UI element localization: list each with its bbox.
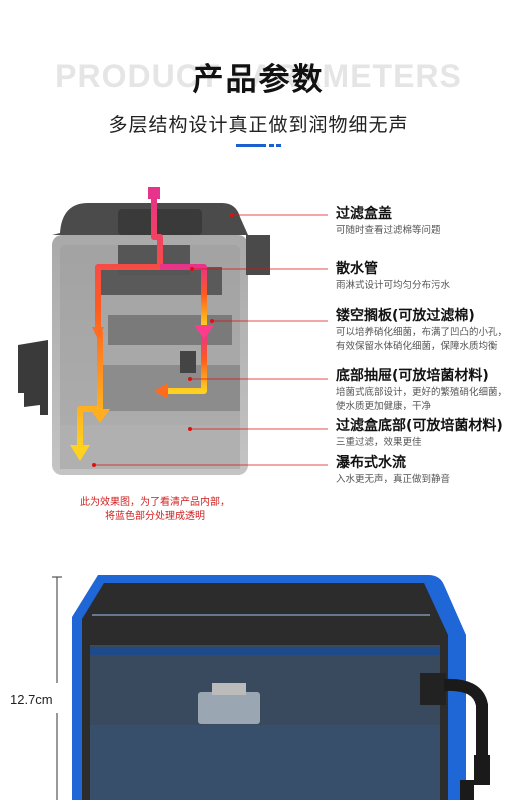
page-title: 产品参数 (192, 62, 325, 98)
outlet-spout (246, 235, 270, 275)
water-flow-path (77, 193, 207, 447)
disclaimer-note-line2: 将蓝色部分处理成透明 (105, 511, 205, 522)
label-spray-pipe: 散水管 雨淋式设计可均匀分布污水 (336, 261, 451, 291)
outlet-pipe (420, 673, 446, 705)
section-header: PRODUCT PARAMETERS 产品参数 多层结构设计真正做到润物细无声 (0, 0, 517, 160)
page-subtitle: 多层结构设计真正做到润物细无声 (108, 114, 409, 136)
disclaimer-note-line1: 此为效果图，为了看清产品内部， (80, 497, 230, 508)
title-underline (236, 144, 266, 147)
dimension-line (52, 576, 62, 800)
product-photo-illustration (52, 575, 490, 800)
label-lid: 过滤盒盖 可随时查看过滤棉等问题 (336, 206, 441, 236)
flow-arrow (90, 409, 110, 423)
leader-lines (94, 214, 328, 466)
label-bottom-drawer: 底部抽屉(可放培菌材料) 培菌式底部设计，更好的繁殖硝化细菌，使水质更加健康，干… (336, 368, 508, 412)
flow-arrow (194, 325, 214, 339)
title-underline-dash (269, 144, 274, 147)
flow-arrow (154, 383, 168, 399)
filter-structure-diagram: 过滤盒盖 可随时查看过滤棉等问题 散水管 雨淋式设计可均匀分布污水 镂空搁板(可… (0, 175, 517, 525)
label-box-bottom: 过滤盒底部(可放培菌材料) 三重过滤，效果更佳 (336, 418, 503, 448)
filter-box-illustration (18, 187, 328, 475)
hanging-hook (18, 340, 48, 415)
title-underline-dash (276, 144, 281, 147)
product-photo-section: 12.7cm (0, 555, 517, 800)
flow-arrow (92, 327, 104, 339)
background-word: PRODUCT PARAMETERS (55, 58, 462, 94)
label-waterfall-flow: 瀑布式水流 入水更无声，真正做到静音 (336, 455, 451, 485)
inner-drawer (198, 692, 260, 724)
height-dimension-label: 12.7cm (10, 692, 53, 707)
flow-arrow (70, 445, 90, 461)
label-hollow-shelf: 镂空搁板(可放过滤棉) 可以培养硝化细菌，布满了凹凸的小孔，有效保留水体硝化细菌… (336, 308, 508, 352)
